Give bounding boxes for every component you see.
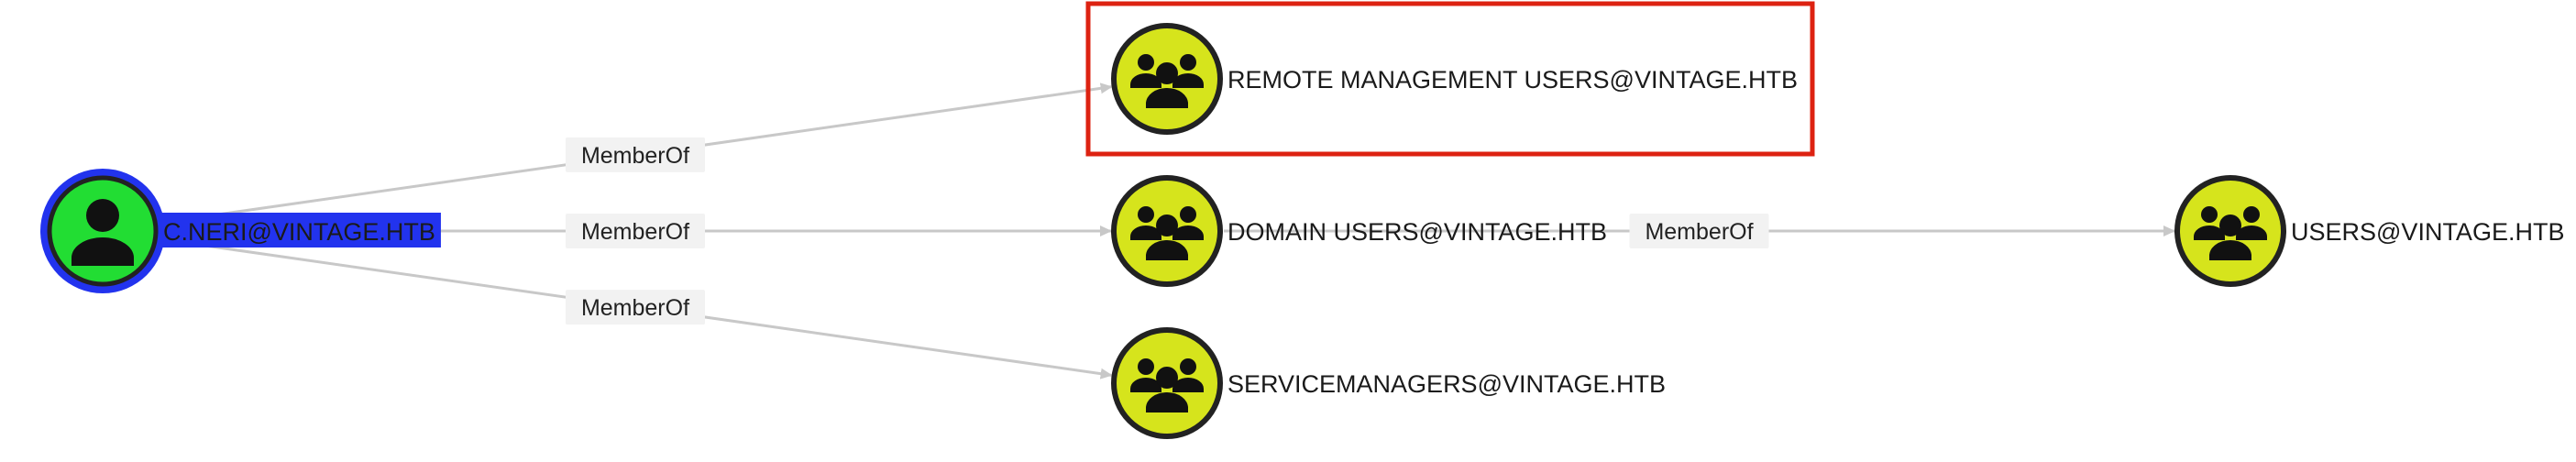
edge-label: MemberOf	[581, 143, 689, 169]
node-label: C.NERI@VINTAGE.HTB	[163, 218, 435, 246]
node-label: USERS@VINTAGE.HTB	[2291, 218, 2564, 246]
nodes-layer: C.NERI@VINTAGE.HTB REMOTE MANAGEMENT USER…	[40, 23, 2564, 439]
group-icon	[2194, 206, 2267, 260]
node-rmu[interactable]: REMOTE MANAGEMENT USERS@VINTAGE.HTB	[1111, 23, 1798, 135]
edge-label-bg	[565, 137, 705, 172]
edge-memberof[interactable]: MemberOf	[1224, 214, 2175, 248]
edge-label-bg	[566, 214, 705, 248]
user-icon	[72, 199, 134, 266]
node-cneri[interactable]: C.NERI@VINTAGE.HTB	[40, 169, 441, 293]
node-svc[interactable]: SERVICEMANAGERS@VINTAGE.HTB	[1111, 327, 1666, 439]
group-icon	[1130, 358, 1204, 412]
node-label: REMOTE MANAGEMENT USERS@VINTAGE.HTB	[1227, 66, 1798, 94]
edge-memberof[interactable]: MemberOf	[159, 82, 1113, 225]
edge-label-bg	[565, 290, 705, 325]
edge-label-bg	[1629, 214, 1769, 248]
selected-label-bg	[160, 213, 441, 248]
node-users[interactable]: USERS@VINTAGE.HTB	[2174, 175, 2564, 287]
edge-memberof[interactable]: MemberOf	[159, 237, 1113, 380]
edge-label: MemberOf	[581, 295, 689, 321]
group-icon	[1130, 54, 1204, 108]
highlight-box	[1085, 1, 1815, 157]
edge-label: MemberOf	[581, 219, 689, 245]
node-label: DOMAIN USERS@VINTAGE.HTB	[1227, 218, 1607, 246]
edge-label: MemberOf	[1645, 219, 1753, 245]
node-du[interactable]: DOMAIN USERS@VINTAGE.HTB	[1111, 175, 1607, 287]
group-icon	[1130, 206, 1204, 260]
node-label: SERVICEMANAGERS@VINTAGE.HTB	[1227, 370, 1666, 398]
highlight-layer	[1085, 1, 1815, 157]
